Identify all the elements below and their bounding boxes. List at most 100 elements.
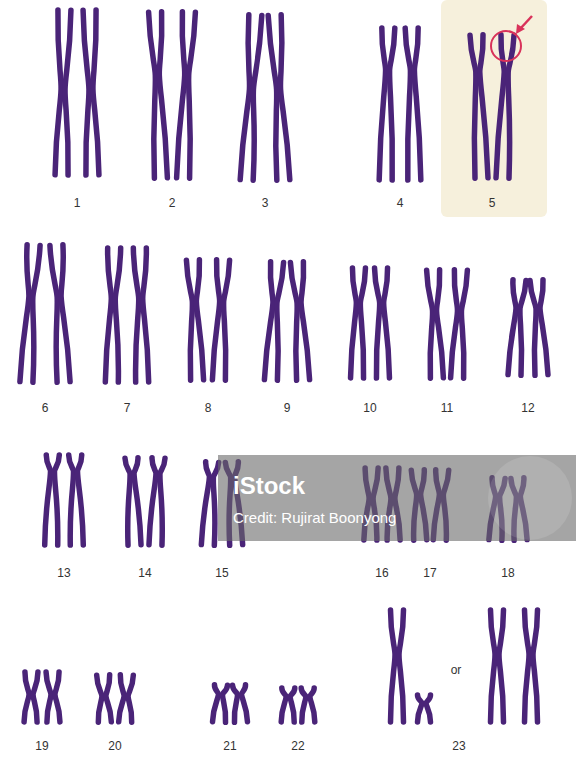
chromatid [185, 12, 195, 178]
chromatid [149, 458, 157, 545]
chromosome [46, 672, 60, 722]
chromatid [479, 35, 488, 178]
chromosome [20, 245, 40, 382]
chromatid [451, 270, 459, 378]
chromatid [50, 245, 62, 382]
chromatid [379, 28, 386, 180]
chromosome [201, 462, 218, 546]
chromosome [149, 12, 168, 178]
chromatid [405, 28, 412, 180]
chromatid [83, 10, 90, 175]
chromosome [119, 675, 134, 722]
chromatid [177, 12, 187, 178]
chromosome-number: 1 [74, 195, 81, 211]
chromatid [142, 248, 149, 382]
chromosome [212, 260, 229, 380]
chromatid [264, 262, 275, 380]
chromosome [186, 260, 203, 380]
chromatid [127, 675, 133, 722]
chromosome-number: 5 [489, 195, 496, 211]
chromatid [290, 688, 295, 722]
chromosome-number: 11 [441, 400, 453, 416]
chromosome [379, 28, 395, 180]
chromosome [177, 12, 196, 178]
chromosome [55, 10, 71, 175]
chromatid [105, 248, 112, 382]
chromosome [149, 458, 165, 545]
chromosome-number: 16 [375, 565, 388, 581]
chromosome-number: 17 [423, 565, 436, 581]
chromosome [508, 280, 526, 376]
chromatid [213, 685, 219, 722]
chromatid [53, 455, 59, 545]
chromatid [499, 610, 504, 722]
chromatid [69, 455, 75, 545]
chromatid [212, 260, 221, 380]
chromatid [491, 610, 496, 722]
chromosome [290, 262, 309, 381]
chromosome-number: 4 [397, 195, 404, 211]
chromatid [273, 262, 284, 380]
chromatid [539, 280, 548, 375]
chromatid [157, 458, 165, 545]
marker-arrowhead [516, 24, 525, 34]
chromosome [281, 688, 295, 722]
chromatid [399, 610, 404, 722]
chromatid [508, 280, 517, 375]
chromosome-number: 9 [284, 400, 291, 416]
highlight-panel [441, 0, 547, 217]
chromatid [414, 28, 421, 180]
chromosome [427, 270, 444, 378]
chromatid [435, 270, 443, 378]
chromatid [195, 260, 204, 380]
chromatid [427, 270, 435, 378]
chromosome [491, 610, 504, 722]
chromatid [351, 268, 357, 378]
chromatid [58, 245, 70, 382]
chromosome [530, 280, 548, 376]
chromatid [281, 688, 286, 722]
chromosome [351, 268, 366, 378]
chromosome [24, 672, 38, 722]
chromosome [233, 685, 248, 723]
chromatid [359, 268, 365, 378]
chromosome-number: 18 [501, 565, 514, 581]
chromosome-number: 22 [291, 738, 304, 754]
chromatid [133, 458, 141, 545]
or-label: or [451, 662, 462, 678]
chromatid [64, 10, 71, 175]
chromosome [525, 610, 538, 722]
chromatid [149, 12, 159, 178]
chromatid [119, 675, 125, 722]
chromosome [264, 262, 283, 381]
chromosome-number: 2 [169, 195, 176, 211]
chromosome [496, 35, 514, 178]
chromatid [277, 15, 290, 180]
chromosome [470, 35, 488, 178]
chromatid [470, 35, 479, 178]
chromosomes [20, 10, 548, 722]
chromosome-number: 12 [521, 400, 534, 416]
chromatid [77, 455, 83, 545]
chromosome-number: 3 [262, 195, 269, 211]
chromosome [69, 455, 84, 545]
chromatid [46, 672, 51, 722]
watermark-credit: Credit: Rujirat Boonyong [233, 509, 396, 527]
chromatid [201, 462, 210, 545]
chromatid [125, 458, 133, 545]
chromatid [55, 672, 60, 722]
chromatid [249, 15, 262, 180]
chromosome [375, 268, 390, 378]
chromatid [133, 248, 140, 382]
chromatid [241, 685, 247, 722]
chromatid [418, 695, 423, 722]
chromatid [28, 245, 40, 382]
chromosome-number: 14 [138, 565, 151, 581]
chromosome [405, 28, 421, 180]
chromatid [290, 262, 301, 380]
chromosome [213, 685, 228, 723]
watermark-band [218, 455, 576, 541]
watermark: iStock [233, 472, 305, 500]
chromatid [157, 12, 167, 178]
chromosome [50, 245, 70, 382]
